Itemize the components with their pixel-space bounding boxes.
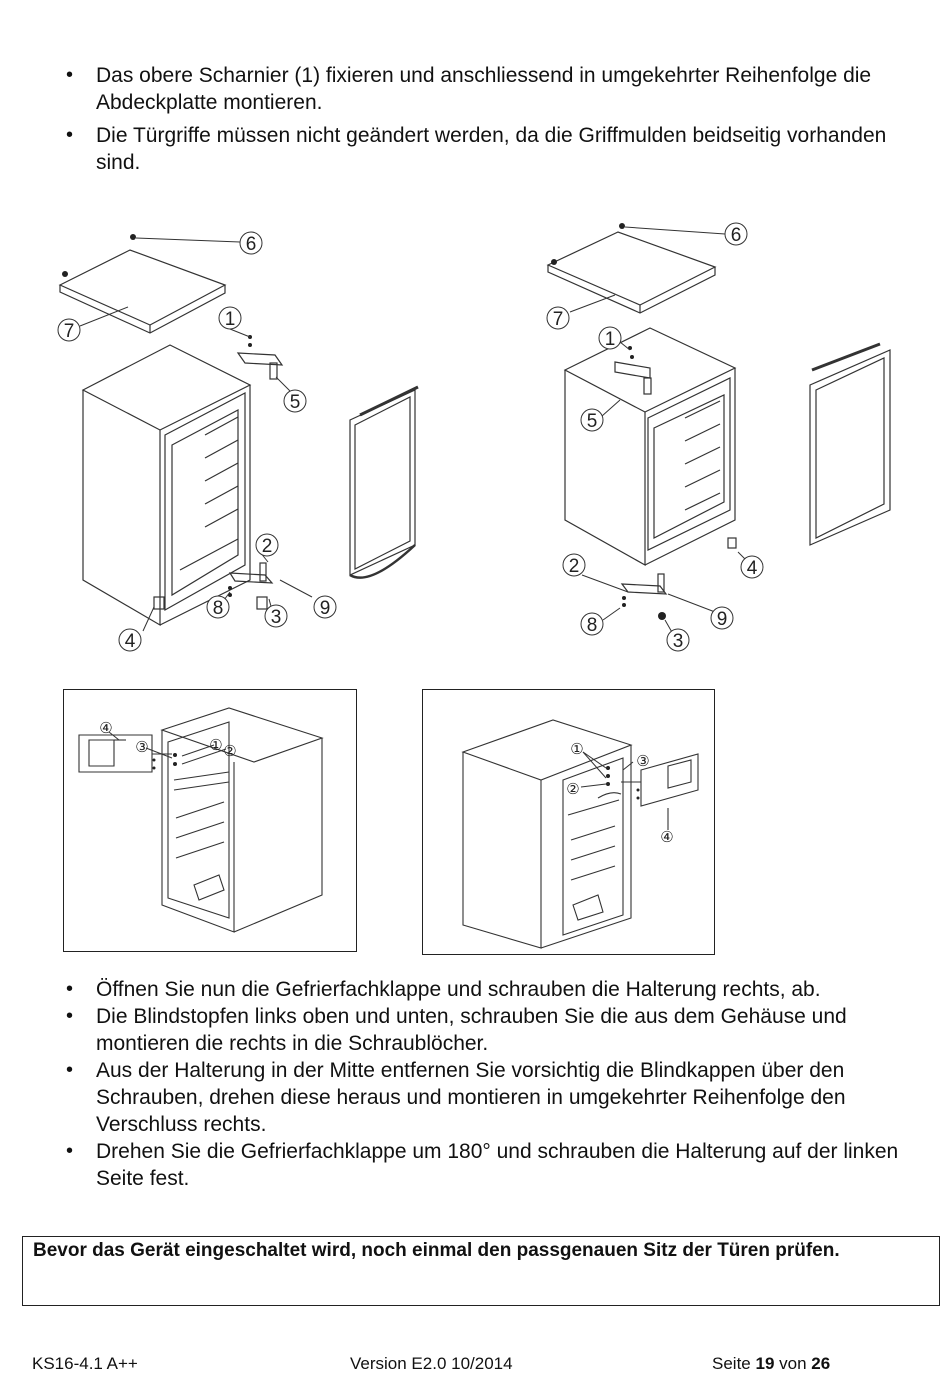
callout-8: 8 [587,615,598,636]
callout-8: 8 [213,598,224,619]
callout-6: 6 [731,225,742,246]
instruction-item: Aus der Halterung in der Mitte entfernen… [60,1057,920,1138]
callout-3: 3 [271,607,282,628]
exploded-diagram-left: 6 7 1 5 2 9 8 3 4 [50,225,420,665]
callout-1: ① [570,741,583,758]
callout-3: 3 [673,631,684,652]
callout-2: 2 [262,536,273,557]
callout-5: 5 [290,392,301,413]
callout-2: ② [223,743,236,760]
exploded-diagram-right: 6 7 1 5 4 2 9 8 3 [540,220,910,660]
callout-2: 2 [569,556,580,577]
top-instruction-list: Das obere Scharnier (1) fixieren und ans… [60,62,920,182]
fridge-exploded-drawing-left: 6 7 1 5 2 9 8 3 4 [57,231,419,652]
instruction-item: Das obere Scharnier (1) fixieren und ans… [60,62,920,116]
callout-labels-freezer-left: ④ ③ ① ② [99,720,236,760]
footer-model: KS16-4.1 A++ [32,1354,138,1373]
callout-4: 4 [747,558,758,579]
callout-1: ① [209,737,222,754]
footer-version: Version E2.0 10/2014 [350,1354,513,1373]
instruction-item: Drehen Sie die Gefrierfachklappe um 180°… [60,1138,920,1192]
callout-7: 7 [64,321,75,342]
callout-2: ② [566,781,579,798]
notice-box: Bevor das Gerät eingeschaltet wird, noch… [22,1236,940,1306]
freezer-flap-diagram-left: ④ ③ ① ② [63,689,357,952]
callout-9: 9 [320,598,331,619]
callout-9: 9 [717,609,728,630]
freezer-flap-diagram-right: ① ② ③ ④ [422,689,715,955]
instruction-item: Öffnen Sie nun die Gefrierfachklappe und… [60,976,920,1003]
callout-5: 5 [587,411,598,432]
freezer-flap-drawing-left: ④ ③ ① ② [78,707,324,933]
callout-1: 1 [225,309,236,330]
fridge-exploded-drawing-right: 6 7 1 5 4 2 9 8 3 [546,222,891,652]
instruction-item: Die Blindstopfen links oben und unten, s… [60,1003,920,1057]
callout-4: 4 [125,631,136,652]
callout-1: 1 [605,329,616,350]
callout-3: ③ [135,739,148,756]
freezer-flap-drawing-right: ① ② ③ ④ [461,719,699,949]
instruction-item: Die Türgriffe müssen nicht geändert werd… [60,122,920,176]
footer-page-number: Seite 19 von 26 [712,1354,830,1374]
callout-6: 6 [246,234,257,255]
freezer-instruction-list: Öffnen Sie nun die Gefrierfachklappe und… [60,976,920,1192]
callout-labels-left: 6 7 1 5 2 9 8 3 4 [57,231,337,652]
callout-3: ③ [636,753,649,770]
callout-4: ④ [99,720,112,737]
page-mid: von [779,1354,807,1373]
callout-labels-freezer-right: ① ② ③ ④ [566,741,673,846]
callout-7: 7 [553,309,564,330]
notice-text: Bevor das Gerät eingeschaltet wird, noch… [33,1240,840,1261]
page-current: 19 [755,1354,775,1373]
callout-4: ④ [660,829,673,846]
callout-labels-right: 6 7 1 5 4 2 9 8 3 [546,222,764,652]
page-prefix: Seite [712,1354,751,1373]
page-total: 26 [811,1354,831,1373]
